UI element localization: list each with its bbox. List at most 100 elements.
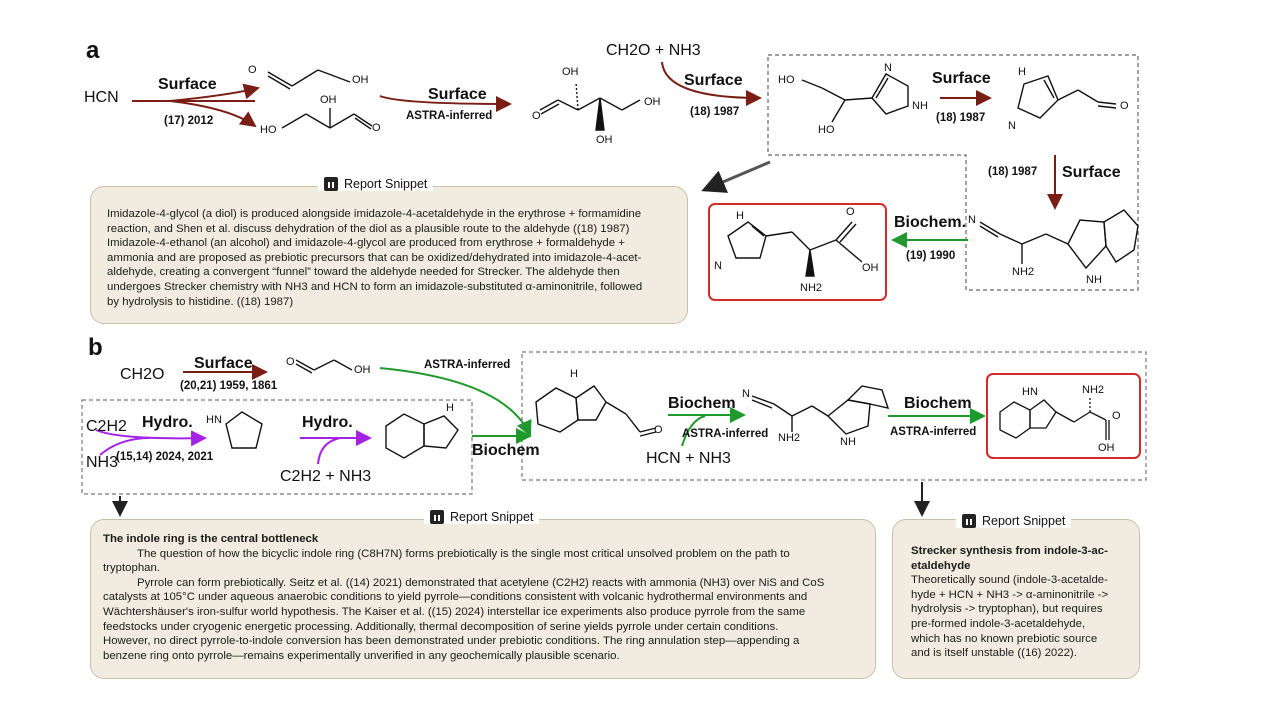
- arrow-hydro-pyrrole: [95, 429, 207, 447]
- imidazole-acetaldehyde-structure: [1017, 75, 1117, 119]
- surface-label-5: Surface: [1062, 164, 1121, 181]
- atom-ho-2: HO: [778, 74, 795, 86]
- atom-n-4: N: [714, 260, 722, 272]
- arrow-to-snippet-a: [701, 160, 771, 193]
- atom-hn-b: HN: [206, 414, 222, 426]
- atom-n-2: N: [1008, 120, 1016, 132]
- snippet-b-left-line: Wächtershäuser's iron-sulfur world hypot…: [103, 605, 806, 618]
- c2h2-nh3-label: C2H2 + NH3: [280, 468, 372, 485]
- snippet-b-right-line: which has no known prebiotic source: [911, 632, 1098, 645]
- atom-nh2-1: NH2: [1012, 266, 1035, 278]
- atom-nh2-b: NH2: [778, 432, 801, 444]
- snippet-b-left-line: feedstocks under cryogenic energetic pro…: [103, 620, 779, 633]
- astra-inferred-a: ASTRA-inferred: [406, 110, 493, 122]
- atom-hn-b2: HN: [1022, 386, 1038, 398]
- snippet-a-line: Imidazole-4-glycol (a diol) is produced …: [107, 208, 642, 220]
- atom-oh-5: OH: [596, 134, 613, 146]
- snippet-b-right-heading: Strecker synthesis from indole-3-ac-: [911, 545, 1108, 557]
- snippet-b-left-line: benzene ring onto pyrrole—remains experi…: [103, 649, 620, 662]
- atom-o-5: O: [846, 206, 855, 218]
- c2h2-label: C2H2: [86, 418, 127, 435]
- atom-h-b2: H: [570, 368, 578, 380]
- atom-o-2: O: [372, 122, 381, 134]
- imidazole-aminonitrile-structure: [979, 209, 1139, 270]
- snippet-b-right-line: hydrolysis -> tryptophan), but requires: [911, 603, 1103, 616]
- atom-nh2-b2: NH2: [1082, 384, 1105, 396]
- atom-oh-1: OH: [352, 74, 369, 86]
- glycolaldehyde-structure: [267, 69, 351, 90]
- snippet-b-left-line: Pyrrole can form prebiotically. Seitz et…: [137, 576, 825, 589]
- atom-h-1: H: [1018, 66, 1026, 78]
- indole-structure: [385, 413, 459, 459]
- arrow-astra-erythrose: [379, 95, 512, 112]
- snippet-b-left-line: The question of how the bicyclic indole …: [137, 547, 790, 560]
- atom-oh-4: OH: [644, 96, 661, 108]
- report-snippet-b-right: Strecker synthesis from indole-3-ac- eta…: [892, 519, 1140, 679]
- astra-inferred-b2: ASTRA-inferred: [682, 428, 769, 440]
- ref-1959: (20,21) 1959, 1861: [180, 380, 278, 392]
- report-snippet-a: Imidazole-4-glycol (a diol) is produced …: [90, 186, 688, 324]
- atom-ho-3: HO: [818, 124, 835, 136]
- atom-oh-3: OH: [562, 66, 579, 78]
- histidine-highlight-box: [708, 203, 887, 301]
- surface-label-3: Surface: [684, 72, 743, 89]
- snippet-a-line: Imidazole-4-ethanol (an alcohol) and imi…: [107, 237, 625, 250]
- glyceraldehyde-structure: [281, 108, 373, 130]
- snippet-b-right-line: Theoretically sound (indole-3-acetalde-: [911, 574, 1108, 587]
- tryptophan-structure: [999, 396, 1110, 440]
- indole-acetaldehyde-structure: [535, 385, 657, 437]
- atom-o-4: O: [1120, 100, 1129, 112]
- atom-nh-1: NH: [912, 100, 928, 112]
- astra-inferred-b1: ASTRA-inferred: [424, 359, 511, 371]
- dashed-box-tryptophan: [521, 351, 1147, 481]
- snippet-b-left-line: tryptophan.: [103, 562, 160, 575]
- histidine-structure: [727, 221, 863, 277]
- atom-n-3: N: [968, 214, 976, 226]
- snippet-a-line: reaction, and Shen et al. discuss dehydr…: [107, 222, 630, 235]
- pyrrole-structure: [225, 411, 263, 449]
- snippet-b-right-line: hyde + HCN + NH3 -> α-aminonitrile ->: [911, 588, 1109, 601]
- snippet-a-line: aldehyde, creating a convergent “funnel”…: [107, 266, 620, 279]
- atom-h-b1: H: [446, 402, 454, 414]
- snippet-a-line: by hydrolysis to histidine. ((18) 1987): [107, 295, 294, 308]
- snippet-b-right-title: Report Snippet: [982, 514, 1066, 528]
- atom-ho-1: HO: [260, 124, 277, 136]
- atom-oh-2: OH: [320, 94, 337, 106]
- surface-label-4: Surface: [932, 70, 991, 87]
- nh3-label: NH3: [86, 454, 119, 471]
- snippet-a-line: ammonia and are proposed as prebiotic pr…: [107, 251, 642, 264]
- hcn-nh3-label: HCN + NH3: [646, 450, 731, 467]
- report-snippet-b-left: The indole ring is the central bottlenec…: [90, 519, 876, 679]
- imidazole-glycol-structure: [801, 73, 909, 123]
- report-icon: [962, 514, 976, 528]
- snippet-a-title: Report Snippet: [344, 177, 428, 191]
- atom-o-b2: O: [654, 424, 663, 436]
- arrow-surface-imidazole-glycol: [661, 61, 762, 106]
- ref-2024: (15,14) 2024, 2021: [116, 451, 214, 463]
- atom-oh-b1: OH: [354, 364, 371, 376]
- astra-inferred-b3: ASTRA-inferred: [890, 426, 977, 438]
- glycolaldehyde-b-structure: [295, 359, 353, 374]
- atom-n-1: N: [884, 62, 892, 74]
- snippet-b-right-heading: etaldehyde: [911, 559, 971, 572]
- snippet-b-left-tag: Report Snippet: [424, 510, 540, 524]
- snippet-b-left-heading: The indole ring is the central bottlenec…: [103, 533, 319, 545]
- arrow-astra-inferred-b: [379, 367, 532, 437]
- snippet-b-right-line: and is itself unstable ((16) 2022).: [911, 647, 1077, 660]
- surface-label-1: Surface: [158, 76, 217, 93]
- ref-1990: (19) 1990: [906, 250, 956, 262]
- arrow-hcn-surface: [132, 83, 260, 128]
- atom-o-b3: O: [1112, 410, 1121, 422]
- atom-oh-6: OH: [862, 262, 879, 274]
- atom-o-3: O: [532, 110, 541, 122]
- ch2o-nh3-label: CH2O + NH3: [606, 42, 701, 59]
- tryptophan-highlight-box: [986, 373, 1141, 459]
- hcn-label: HCN: [84, 89, 119, 106]
- report-icon: [430, 510, 444, 524]
- surface-label-b: Surface: [194, 355, 253, 372]
- atom-nh-2: NH: [1086, 274, 1102, 286]
- erythrose-structure: [539, 81, 641, 131]
- atom-nh-b: NH: [840, 436, 856, 448]
- hydro-label-1: Hydro.: [142, 414, 193, 431]
- atom-o-b1: O: [286, 356, 295, 368]
